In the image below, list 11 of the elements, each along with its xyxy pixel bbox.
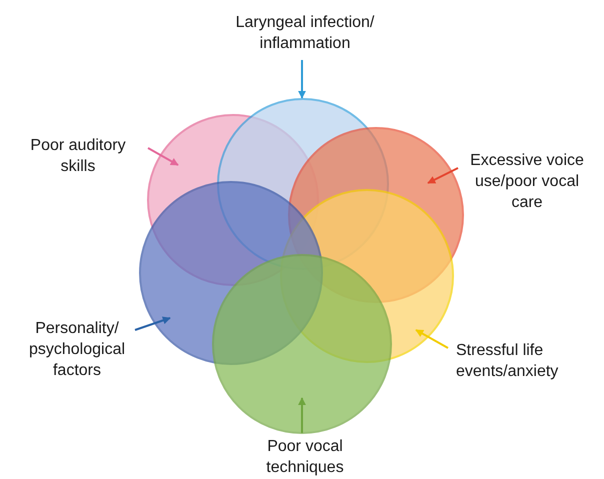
arrow [415, 329, 448, 349]
factor-label: Poor vocal techniques [230, 436, 380, 478]
arrow [298, 60, 306, 99]
factor-label: Stressful life events/anxiety [456, 340, 596, 382]
factor-label: Poor auditory skills [12, 135, 144, 177]
arrow [134, 316, 171, 331]
arrow [298, 397, 306, 433]
factor-label: Personality/ psychological factors [14, 318, 140, 381]
factor-label: Laryngeal infection/ inflammation [200, 12, 410, 54]
factor-label: Excessive voice use/poor vocal care [462, 150, 592, 213]
venn-circle [212, 254, 392, 434]
